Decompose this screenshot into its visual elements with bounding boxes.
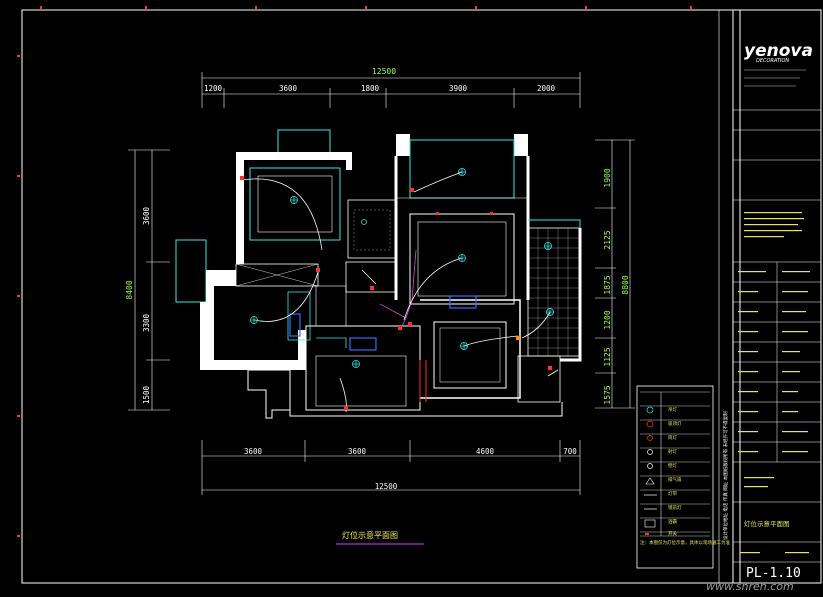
dim-left-2: 3300	[142, 313, 151, 332]
sheet-number: PL-1.10	[746, 566, 801, 581]
dim-bottom-2: 3600	[348, 447, 367, 456]
floor-plan	[175, 129, 582, 419]
dim-top-5: 2000	[537, 84, 556, 93]
dim-right-4: 1200	[603, 310, 612, 329]
dim-top-4: 3900	[449, 84, 468, 93]
drawing-name: 灯位示意平面图	[744, 519, 790, 528]
legend-item-6: 排气扇	[668, 476, 682, 483]
legend-item-3: 筒灯	[668, 434, 677, 441]
company-logo: yenova	[744, 41, 813, 61]
legend-item-5: 壁灯	[668, 462, 677, 469]
dim-bottom-1: 3600	[244, 447, 263, 456]
dim-left-3: 1500	[142, 385, 151, 404]
dim-bottom-3: 4600	[476, 447, 495, 456]
left-dimensions	[128, 149, 170, 411]
legend-item-4: 射灯	[668, 448, 677, 455]
dim-left-total: 8400	[125, 280, 134, 299]
wiring	[379, 249, 417, 331]
dim-right-5: 1125	[603, 347, 612, 366]
company-logo-sub: DECORATION	[756, 58, 789, 64]
legend-item-2: 吸顶灯	[668, 420, 682, 427]
dim-right-1: 1900	[603, 168, 612, 187]
dim-top-3: 1800	[361, 84, 380, 93]
dim-right-2: 2125	[603, 230, 612, 249]
fixtures	[289, 295, 477, 351]
dim-bottom-total: 12500	[375, 482, 398, 491]
right-dimensions	[595, 139, 635, 409]
light-fixtures	[250, 168, 554, 368]
legend-item-10: 开关	[668, 530, 677, 537]
vertical-note: 设计单位地址 电话 传真 网址 本图纸版权所有 未经许可不得复制	[722, 411, 729, 540]
legend-item-7: 灯带	[668, 490, 677, 497]
legend-table	[636, 385, 714, 569]
dim-left-1: 3600	[142, 206, 151, 225]
dim-bottom-4: 700	[563, 447, 577, 456]
watermark: www.snren.com	[706, 580, 794, 593]
legend-note: 注：本图仅为灯位示意，具体以现场施工为准	[640, 539, 730, 546]
legend-item-8: 镜前灯	[668, 504, 682, 511]
legend-item-9: 浴霸	[668, 518, 677, 525]
dim-right-3: 1875	[603, 275, 612, 294]
dim-top-2: 3600	[279, 84, 298, 93]
legend-item-1: 吊灯	[668, 406, 677, 413]
outer-frame	[21, 9, 741, 584]
frame-ticks	[17, 6, 692, 537]
title-block-grid	[733, 109, 821, 563]
plan-title: 灯位示意平面图	[342, 530, 398, 540]
switches	[240, 176, 552, 410]
dim-right-6: 1575	[603, 385, 612, 404]
dim-top-1: 1200	[204, 84, 223, 93]
top-dimensions	[201, 72, 581, 108]
bottom-dimensions	[201, 440, 581, 495]
dim-top-total: 12500	[372, 67, 396, 76]
dim-right-total: 8800	[621, 275, 630, 294]
